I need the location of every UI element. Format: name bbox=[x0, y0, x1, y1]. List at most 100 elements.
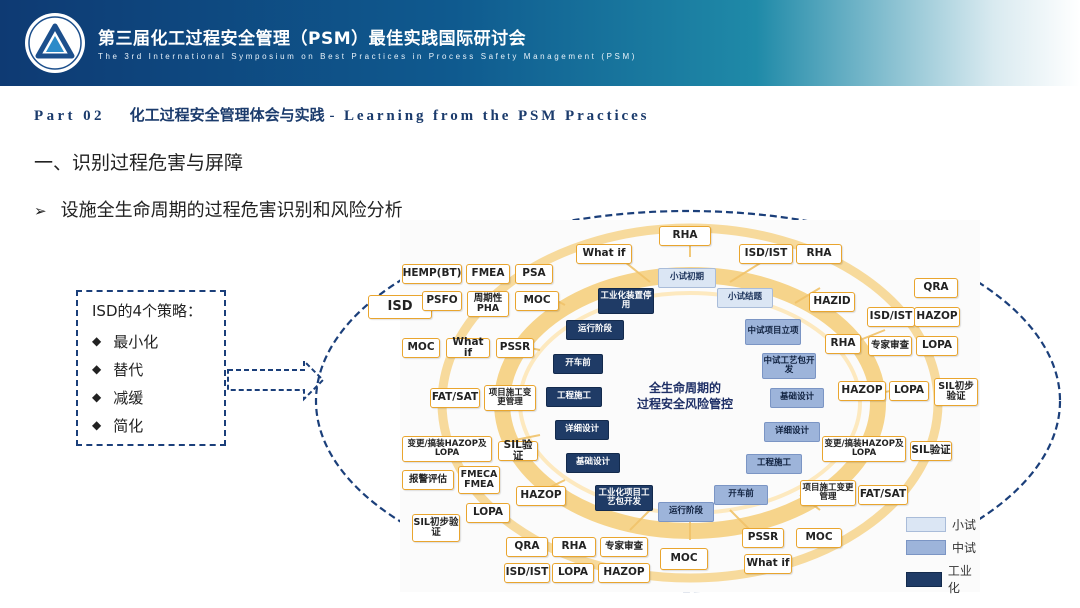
tool-label: What if bbox=[576, 244, 632, 264]
tool-label: 周期性PHA bbox=[467, 291, 509, 317]
page-heading: 一、识别过程危害与屏障 bbox=[34, 152, 244, 174]
bullet-line: ➢ 设施全生命周期的过程危害识别和风险分析 bbox=[34, 196, 403, 222]
diamond-bullet-icon: ◆ bbox=[92, 334, 102, 348]
tool-label: HAZOP bbox=[838, 381, 886, 401]
isd-item: ◆ 替代 bbox=[92, 355, 224, 383]
header-banner: 第三届化工过程安全管理（PSM）最佳实践国际研讨会 The 3rd Intern… bbox=[0, 0, 1080, 86]
tool-label: HEMP(BT) bbox=[402, 264, 462, 284]
tool-label: SIL初步验证 bbox=[934, 378, 978, 406]
stage-ind-detail-design: 详细设计 bbox=[555, 420, 609, 440]
stage-pilot-detail-design: 详细设计 bbox=[764, 422, 820, 442]
tool-label: 专家审查 bbox=[600, 537, 648, 557]
tool-label: PSSR bbox=[496, 338, 534, 358]
tool-label: RHA bbox=[825, 334, 861, 354]
center-line-2: 过程安全风险管控 bbox=[636, 397, 733, 412]
arrow-bullet-icon: ➢ bbox=[34, 202, 47, 220]
isd-title: ISD的4个策略： bbox=[92, 302, 203, 320]
stage-pilot-package: 中试工艺包开发 bbox=[762, 353, 816, 379]
tool-label: 专家审查 bbox=[868, 336, 912, 356]
legend-label: 中试 bbox=[952, 541, 977, 555]
tool-label: HAZOP bbox=[516, 486, 566, 506]
tool-label: LOPA bbox=[889, 381, 929, 401]
tool-label: MOC bbox=[402, 338, 440, 358]
stage-ind-operation: 运行阶段 bbox=[566, 320, 624, 340]
tool-label: ISD/IST bbox=[739, 244, 793, 264]
legend-label: 工业化 bbox=[947, 564, 972, 595]
tool-label: RHA bbox=[552, 537, 596, 557]
header-title: 第三届化工过程安全管理（PSM）最佳实践国际研讨会 bbox=[98, 29, 527, 49]
legend-pilot: 中试 bbox=[906, 539, 976, 556]
tool-label: 项目施工变更管理 bbox=[484, 385, 536, 411]
stage-ind-basic-design: 基础设计 bbox=[566, 453, 620, 473]
tool-label: QRA bbox=[506, 537, 548, 557]
tool-label: FAT/SAT bbox=[430, 388, 480, 408]
stage-small-start: 小试初期 bbox=[658, 268, 716, 288]
tool-label: LOPA bbox=[552, 563, 594, 583]
isd-strategy-box: ISD的4个策略： ◆ 最小化 ◆ 替代 ◆ 减缓 ◆ 简化 bbox=[76, 290, 226, 446]
big-arrow-icon bbox=[227, 358, 325, 402]
isd-item: ◆ 最小化 bbox=[92, 327, 224, 355]
center-line-1: 全生命周期的 bbox=[648, 381, 721, 395]
tool-label: HAZOP bbox=[914, 307, 960, 327]
tool-label: RHA bbox=[796, 244, 842, 264]
tool-label: PSA bbox=[515, 264, 553, 284]
isd-item: ◆ 简化 bbox=[92, 411, 224, 439]
isd-item-label: 最小化 bbox=[113, 332, 159, 351]
section-title-en: - Learning from the PSM Practices bbox=[329, 108, 650, 124]
legend-label: 小试 bbox=[952, 518, 977, 532]
tool-label: HAZID bbox=[809, 292, 855, 312]
tool-label: PSSR bbox=[742, 528, 784, 548]
isd-item-label: 减缓 bbox=[113, 388, 144, 407]
stage-pilot-initiation: 中试项目立项 bbox=[745, 319, 801, 345]
legend-small: 小试 bbox=[906, 516, 976, 533]
tool-label: HAZOP bbox=[598, 563, 650, 583]
tool-label: MOC bbox=[660, 548, 708, 570]
stage-small-end: 小试结题 bbox=[717, 288, 773, 308]
tool-label: What if bbox=[744, 554, 792, 574]
diamond-bullet-icon: ◆ bbox=[92, 418, 102, 432]
stage-pilot-operation: 运行阶段 bbox=[658, 502, 714, 522]
tool-label: SIL验证 bbox=[498, 439, 538, 462]
tool-label: RHA bbox=[659, 226, 711, 246]
tool-label: ISD/IST bbox=[504, 563, 550, 583]
tool-label: FMECA FMEA bbox=[458, 466, 500, 494]
stage-pilot-construction: 工程施工 bbox=[746, 454, 802, 474]
legend-industrial: 工业化 bbox=[906, 562, 980, 596]
tool-label: ISD/IST bbox=[867, 307, 915, 327]
tool-label: SIL验证 bbox=[910, 441, 952, 461]
tool-label: MOC bbox=[515, 291, 559, 311]
tool-label: PSFO bbox=[422, 291, 462, 311]
tool-label: 变更/搞装HAZOP及LOPA bbox=[402, 436, 492, 462]
legend-swatch bbox=[906, 517, 946, 532]
tool-label: 报警评估 bbox=[402, 470, 454, 490]
stage-ind-construction: 工程施工 bbox=[546, 387, 602, 407]
isd-item-label: 替代 bbox=[113, 360, 144, 379]
tool-label: 项目施工变更管理 bbox=[800, 480, 856, 506]
legend-swatch bbox=[906, 571, 942, 587]
stage-ind-package: 工业化项目工艺包开发 bbox=[595, 485, 653, 511]
legend-swatch bbox=[906, 540, 946, 555]
diamond-bullet-icon: ◆ bbox=[92, 390, 102, 404]
tool-label: What if bbox=[446, 336, 490, 359]
tool-label: FMEA bbox=[466, 264, 510, 284]
diamond-bullet-icon: ◆ bbox=[92, 362, 102, 376]
tool-label: LOPA bbox=[916, 336, 958, 356]
tool-label: QRA bbox=[914, 278, 958, 298]
tool-label: LOPA bbox=[466, 503, 510, 523]
stage-pilot-prestartup: 开车前 bbox=[714, 485, 768, 505]
bullet-text: 设施全生命周期的过程危害识别和风险分析 bbox=[60, 200, 403, 221]
header-subtitle: The 3rd International Symposium on Best … bbox=[98, 52, 637, 61]
isd-item: ◆ 减缓 bbox=[92, 383, 224, 411]
section-title: Part 02 化工过程安全管理体会与实践 - Learning from th… bbox=[34, 104, 649, 125]
tool-label: FAT/SAT bbox=[858, 485, 908, 505]
symposium-logo bbox=[25, 13, 85, 73]
tool-label-isd: ISD bbox=[368, 295, 432, 319]
tool-label: SIL初步验证 bbox=[412, 514, 460, 542]
stage-pilot-basic-design: 基础设计 bbox=[770, 388, 824, 408]
lifecycle-diagram: 小试初期 小试结题 中试项目立项 中试工艺包开发 基础设计 详细设计 工程施工 … bbox=[368, 220, 980, 595]
tool-label: 变更/搞装HAZOP及LOPA bbox=[822, 436, 906, 462]
stage-ind-prestartup: 开车前 bbox=[553, 354, 603, 374]
isd-item-label: 简化 bbox=[113, 416, 144, 435]
diagram-center-title: 全生命周期的 过程安全风险管控 bbox=[595, 380, 775, 412]
part-label: Part 02 bbox=[34, 108, 105, 124]
